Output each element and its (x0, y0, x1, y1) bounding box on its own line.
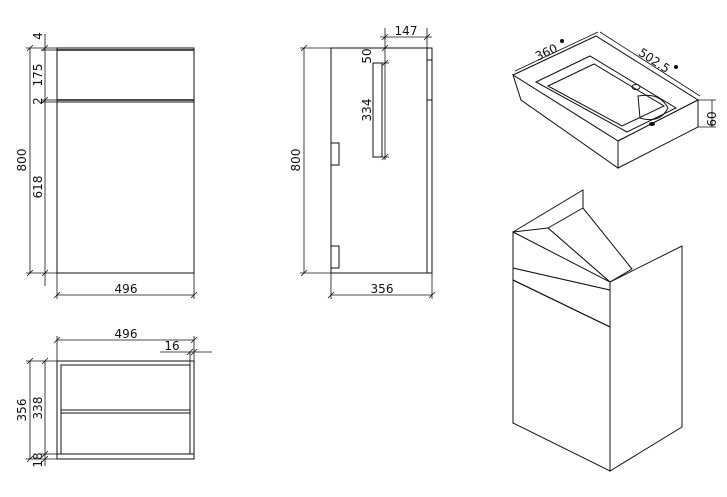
side-handle-length-label: 334 (360, 99, 374, 122)
front-mid-gap-label: 2 (31, 97, 45, 105)
basin-height-label: 60 (705, 111, 719, 126)
tick (41, 357, 49, 365)
front-drawer-height-label: 175 (31, 64, 45, 87)
tick (190, 291, 198, 299)
tick (381, 59, 389, 67)
tick (41, 96, 49, 104)
plan-bottom-label: 18 (31, 452, 45, 467)
plan-upper-compartment (60, 364, 191, 411)
plan-inner-depth-label: 338 (31, 397, 45, 420)
tick (41, 44, 49, 52)
basin-isometric: 360 502.5 60 (511, 31, 719, 169)
front-top-gap-label: 4 (31, 32, 45, 40)
side-height-label: 800 (289, 149, 303, 172)
basin-tap-hole (631, 84, 641, 90)
tick (381, 44, 389, 52)
tick (41, 450, 49, 458)
front-width-label: 496 (115, 282, 138, 296)
side-hinge-lower (330, 245, 340, 269)
side-handle-offset-label: 147 (395, 24, 418, 38)
front-cabinet-outline (56, 47, 195, 274)
plan-lower-compartment (60, 409, 191, 455)
tick (26, 44, 34, 52)
side-handle (372, 62, 383, 158)
cabinet-right-panel (609, 245, 683, 472)
plan-width-label: 496 (115, 327, 138, 341)
tick (381, 33, 389, 41)
tick (26, 357, 34, 365)
side-elevation: 800 50 334 147 356 (289, 24, 436, 299)
tick (300, 44, 308, 52)
tick (428, 291, 436, 299)
front-elevation: 800 4 175 2 618 496 (15, 32, 198, 299)
dim-marker-icon (674, 65, 678, 69)
cabinet-isometric (512, 189, 683, 472)
side-drawer-face (426, 59, 433, 101)
tick (41, 269, 49, 277)
side-depth-label: 356 (371, 282, 394, 296)
tick (53, 291, 61, 299)
front-door-height-label: 618 (31, 176, 45, 199)
cabinet-top-edge (512, 231, 611, 291)
tick (186, 348, 194, 356)
plan-view: 496 16 356 338 18 (15, 327, 212, 468)
dim-marker-icon (560, 39, 564, 43)
tick (381, 153, 389, 161)
tick (41, 455, 49, 463)
tick (423, 33, 431, 41)
front-total-height-label: 800 (15, 149, 29, 172)
side-hinge-upper (330, 142, 340, 166)
tick (327, 291, 335, 299)
cabinet-drawer-seam (512, 279, 611, 328)
plan-outer (56, 360, 195, 460)
basin-bowl-outer (534, 55, 678, 133)
basin-tap-deck (637, 94, 669, 121)
side-handle-top-label: 50 (360, 48, 374, 63)
basin-bowl-inner (546, 63, 666, 127)
tick (53, 336, 61, 344)
plan-depth-label: 356 (15, 399, 29, 422)
tick (26, 269, 34, 277)
tick (190, 336, 198, 344)
plan-thickness-label: 16 (164, 339, 179, 353)
tick (26, 455, 34, 463)
tick (190, 348, 198, 356)
basin-depth-dim-line (514, 31, 599, 72)
basin-waste-icon (649, 122, 655, 126)
basin-width-dim-line (599, 31, 701, 97)
tick (300, 269, 308, 277)
